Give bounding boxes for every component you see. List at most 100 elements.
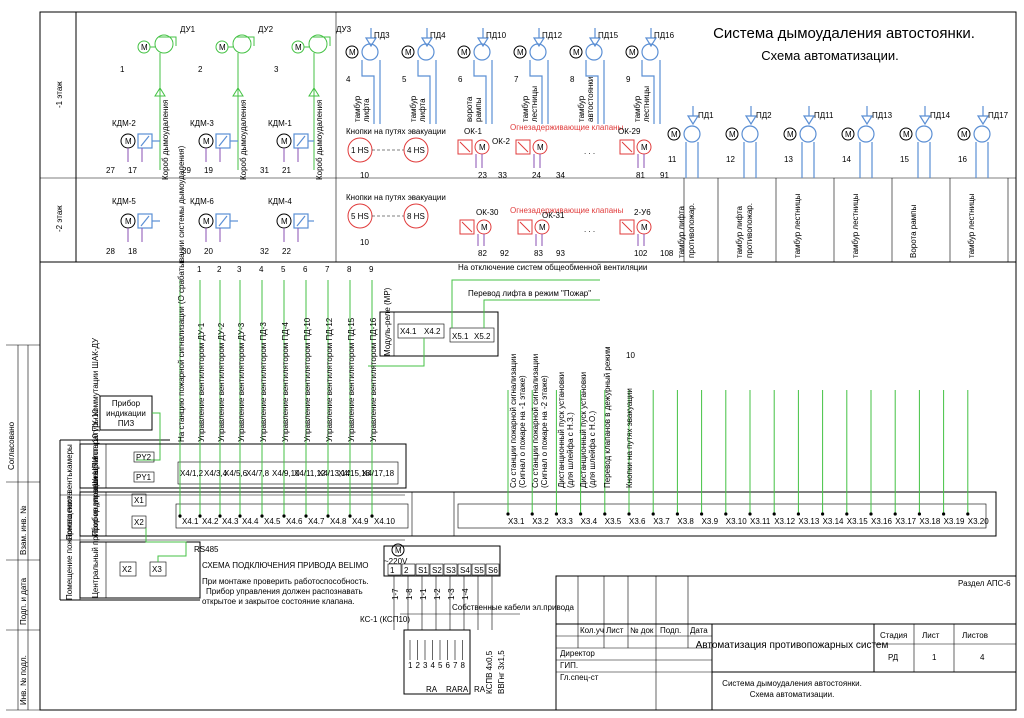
svg-text:RS485: RS485 [194, 545, 219, 554]
svg-text:X3.13: X3.13 [798, 517, 819, 526]
svg-text:Раздел АПС-6: Раздел АПС-6 [958, 579, 1011, 588]
svg-text:ДУ1: ДУ1 [180, 25, 196, 34]
svg-text:Подп.: Подп. [660, 626, 681, 635]
svg-text:ГИП.: ГИП. [560, 661, 578, 670]
svg-text:M: M [641, 223, 648, 232]
svg-text:Кнопки на путях эвакуации: Кнопки на путях эвакуации [625, 388, 634, 488]
svg-text:Прибор управления должен распо: Прибор управления должен распознавать [206, 587, 363, 596]
svg-text:X3.19: X3.19 [944, 517, 965, 526]
svg-text:X4.2: X4.2 [424, 327, 441, 336]
svg-text:2: 2 [404, 566, 409, 575]
svg-text:Прибор управления исп. 10 ПУ-1: Прибор управления исп. 10 ПУ-10 [91, 408, 100, 536]
svg-text:34: 34 [556, 171, 565, 180]
svg-text:противопожар.: противопожар. [745, 203, 754, 258]
svg-text:S5: S5 [474, 566, 484, 575]
svg-text:КДМ-2: КДМ-2 [112, 119, 136, 128]
svg-text:тамбур: тамбур [521, 95, 530, 122]
svg-text:PY1: PY1 [136, 473, 152, 482]
svg-text:18: 18 [128, 247, 137, 256]
svg-text:9: 9 [626, 75, 631, 84]
svg-text:ВВГнг 3х1,5: ВВГнг 3х1,5 [497, 650, 506, 694]
svg-text:93: 93 [556, 249, 565, 258]
svg-text:S1: S1 [418, 566, 428, 575]
svg-text:13: 13 [784, 155, 793, 164]
svg-text:M: M [203, 217, 210, 226]
svg-text:17: 17 [128, 166, 137, 175]
svg-text:4 HS: 4 HS [407, 146, 425, 155]
svg-text:82: 82 [478, 249, 487, 258]
svg-text:автостоянки: автостоянки [586, 77, 595, 122]
exhaust-fan-du3: M ДУ3 3 [274, 25, 352, 170]
svg-text:X4/15,16: X4/15,16 [338, 469, 371, 478]
svg-text:X4.7: X4.7 [308, 517, 325, 526]
svg-text:КДМ-1: КДМ-1 [268, 119, 292, 128]
svg-text:Перевод клапанов в дежурный ре: Перевод клапанов в дежурный режим [603, 346, 612, 488]
svg-text:лестницы: лестницы [530, 86, 539, 122]
svg-text:Со станции пожарной сигнализац: Со станции пожарной сигнализации [509, 354, 518, 488]
svg-text:X3.20: X3.20 [968, 517, 989, 526]
svg-text:Перевод лифта в режим "Пожар": Перевод лифта в режим "Пожар" [468, 289, 591, 298]
svg-text:1: 1 [197, 265, 202, 274]
svg-text:лифта: лифта [362, 98, 371, 122]
svg-text:X4.10: X4.10 [374, 517, 395, 526]
svg-text:На станцию пожарной сигнализац: На станцию пожарной сигнализации (О сраб… [177, 145, 186, 442]
svg-text:Ворота рампы: Ворота рампы [909, 205, 918, 258]
svg-text:6: 6 [458, 75, 463, 84]
svg-text:X4.2: X4.2 [202, 517, 219, 526]
svg-text:1-2: 1-2 [433, 588, 442, 600]
svg-text:PY2: PY2 [136, 453, 152, 462]
svg-text:M: M [461, 48, 468, 57]
svg-text:10: 10 [360, 238, 369, 247]
floor-minus2-label: -2 этаж [55, 205, 64, 232]
svg-text:RA: RA [474, 685, 486, 694]
svg-text:ДУ2: ДУ2 [258, 25, 274, 34]
svg-text:Автоматизация противопожарных: Автоматизация противопожарных систем [696, 640, 889, 651]
svg-text:3: 3 [237, 265, 242, 274]
svg-text:M: M [517, 48, 524, 57]
side-strip: Согласовано Взам. инв. № Подп. и дата Ин… [6, 344, 40, 711]
svg-text:тамбур: тамбур [409, 95, 418, 122]
floor-minus1-label: -1 этаж [55, 81, 64, 108]
control-unit-pu10: Прибор управления исп. 10 ПУ-10 X1 X2 [79, 408, 997, 537]
svg-text:22: 22 [282, 247, 291, 256]
svg-text:108: 108 [660, 249, 674, 258]
evac-buttons-title-2: Кнопки на путях эвакуации [346, 193, 446, 202]
svg-text:Дистанционный пуск установки: Дистанционный пуск установки [557, 372, 566, 488]
svg-text:Со станции пожарной сигнализац: Со станции пожарной сигнализации [531, 354, 540, 488]
sheet-title-2: Схема автоматизации. [761, 48, 899, 63]
svg-text:10: 10 [360, 171, 369, 180]
svg-text:КДМ-5: КДМ-5 [112, 197, 136, 206]
exhaust-fan-du1: M ДУ1 1 [120, 25, 196, 170]
svg-text:X4.9: X4.9 [352, 517, 369, 526]
svg-text:ПД2: ПД2 [756, 111, 772, 120]
svg-text:X4/9,10: X4/9,10 [272, 469, 300, 478]
svg-text:92: 92 [500, 249, 509, 258]
svg-text:12: 12 [726, 155, 735, 164]
svg-text:11: 11 [668, 155, 677, 164]
svg-text:91: 91 [660, 171, 669, 180]
svg-text:X3.8: X3.8 [677, 517, 694, 526]
side-inv: Взам. инв. № [19, 505, 28, 555]
svg-text:M: M [729, 130, 736, 139]
svg-text:ОК-31: ОК-31 [542, 211, 565, 220]
svg-text:ПД12: ПД12 [542, 31, 563, 40]
svg-text:Управление вентилятором ПД-16: Управление вентилятором ПД-16 [369, 317, 378, 442]
svg-text:7: 7 [514, 75, 519, 84]
svg-text:5 HS: 5 HS [351, 212, 369, 221]
svg-text:9: 9 [369, 265, 374, 274]
svg-text:тамбур: тамбур [353, 95, 362, 122]
svg-text:21: 21 [282, 166, 291, 175]
svg-text:Лист: Лист [606, 626, 624, 635]
sheet-frame [39, 11, 1017, 711]
svg-text:Управление вентилятором ДУ-3: Управление вентилятором ДУ-3 [237, 322, 246, 442]
exhaust-fan-du2: M ДУ2 2 [198, 25, 274, 170]
svg-text:Стадия: Стадия [880, 631, 907, 640]
